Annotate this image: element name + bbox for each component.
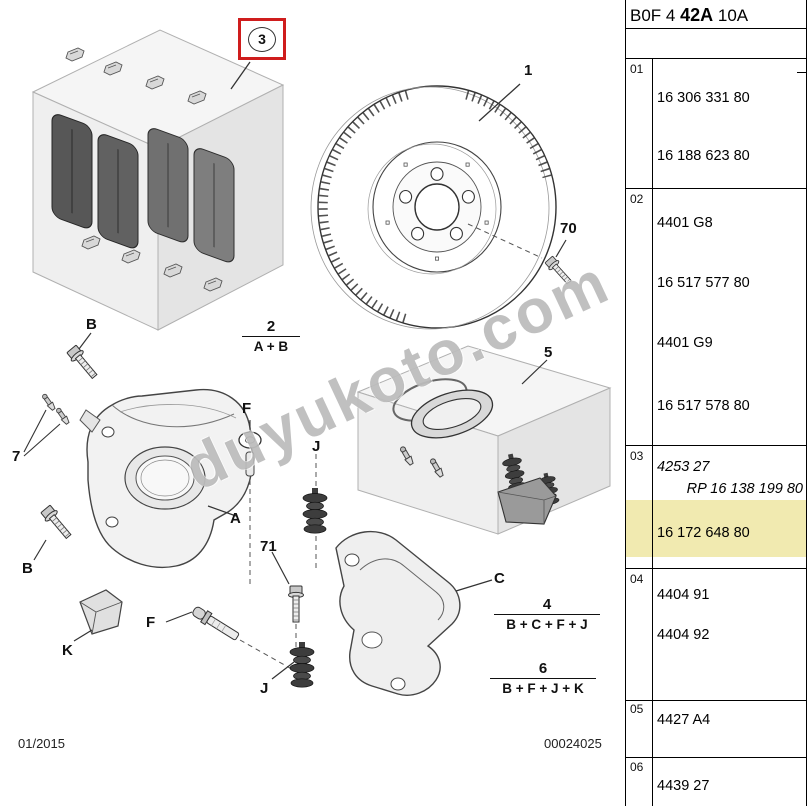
part-ref[interactable]: 4401 G8 bbox=[657, 215, 713, 231]
brake-caliper bbox=[40, 388, 253, 569]
page-code-variant: 10A bbox=[717, 6, 749, 25]
part-ref[interactable]: 4439 27 bbox=[657, 778, 710, 794]
callout-pin71-label: 71 bbox=[260, 538, 277, 555]
denominator: B + C + F + J bbox=[494, 614, 600, 633]
item-index: 01 bbox=[630, 62, 644, 76]
item-index: 05 bbox=[630, 702, 644, 716]
seal-kit-box bbox=[356, 345, 612, 535]
part-ref[interactable]: 16 517 577 80 bbox=[657, 275, 750, 291]
pin-71 bbox=[271, 551, 304, 650]
diagram-canvas bbox=[23, 29, 612, 696]
part-ref[interactable]: 4401 G9 bbox=[657, 335, 713, 351]
pads-kit-ratio: 2 A + B bbox=[242, 318, 300, 355]
part-ref[interactable]: 4427 A4 bbox=[657, 712, 711, 728]
callout-pads-label: 3 bbox=[248, 26, 276, 52]
parts-table: B0F 4 42A 10A 01 16 306 331 80 16 188 62… bbox=[625, 0, 807, 806]
divider bbox=[626, 700, 806, 701]
page-code-family: B0F 4 bbox=[630, 6, 676, 25]
selected-row-highlight bbox=[626, 500, 806, 557]
divider bbox=[626, 757, 806, 758]
item-index: 03 bbox=[630, 449, 644, 463]
callout-sealkit-label: 5 bbox=[544, 344, 553, 361]
callout-bracket-label: C bbox=[494, 570, 505, 587]
diagram-date: 01/2015 bbox=[18, 736, 65, 751]
callout-boot-lower-label: J bbox=[260, 680, 269, 697]
part-ref-selected[interactable]: 16 172 648 80 bbox=[657, 525, 750, 541]
pad-shim bbox=[73, 589, 123, 642]
item-index: 06 bbox=[630, 760, 644, 774]
guide-pin-lower bbox=[165, 603, 298, 673]
boot-lower bbox=[271, 641, 315, 688]
part-ref-superseded[interactable]: 4253 27 bbox=[657, 459, 710, 475]
divider bbox=[626, 188, 806, 189]
callout-bleed-label: 7 bbox=[12, 448, 21, 465]
guide-kit-ratio: 6 B + F + J + K bbox=[490, 660, 596, 697]
brake-disc bbox=[310, 85, 557, 330]
numerator: 4 bbox=[542, 596, 552, 613]
item-index: 04 bbox=[630, 572, 644, 586]
diagram-number: 00024025 bbox=[544, 736, 602, 751]
callout-guide-lower-label: F bbox=[146, 614, 156, 631]
caliper-bolt-lower bbox=[33, 503, 75, 561]
divider bbox=[626, 58, 806, 59]
denominator: A + B bbox=[242, 336, 300, 355]
row-tick bbox=[797, 72, 806, 73]
callout-bolt-upper-label: B bbox=[86, 316, 97, 333]
hub-bolt-70 bbox=[467, 223, 575, 287]
caliper-bracket bbox=[335, 530, 493, 696]
guide-pin-upper bbox=[238, 420, 262, 584]
callout-hub-bolt-label: 70 bbox=[560, 220, 577, 237]
exploded-diagram: 3 1 70 B 7 F J A B K F 71 J C 5 2 A + B … bbox=[12, 18, 620, 751]
denominator: B + F + J + K bbox=[490, 678, 596, 697]
numerator: 6 bbox=[538, 660, 548, 677]
carrier-kit-ratio: 4 B + C + F + J bbox=[494, 596, 600, 633]
numerator: 2 bbox=[266, 318, 276, 335]
boot-upper bbox=[302, 454, 328, 570]
selected-callout-box: 3 bbox=[238, 18, 286, 60]
bleed-screw-leaders bbox=[23, 409, 61, 457]
callout-boot-upper-label: J bbox=[312, 438, 321, 455]
divider bbox=[626, 445, 806, 446]
part-ref[interactable]: 4404 92 bbox=[657, 627, 710, 643]
part-ref[interactable]: 16 517 578 80 bbox=[657, 398, 750, 414]
callout-caliper-label: A bbox=[230, 510, 241, 527]
caliper-bolt-upper bbox=[65, 332, 101, 382]
callout-bolt-lower-label: B bbox=[22, 560, 33, 577]
callout-guide-upper-label: F bbox=[242, 400, 252, 417]
part-ref[interactable]: 16 306 331 80 bbox=[657, 90, 750, 106]
page-code: B0F 4 42A 10A bbox=[630, 5, 748, 26]
page-code-section: 42A bbox=[680, 5, 714, 25]
divider bbox=[626, 568, 806, 569]
part-ref[interactable]: 16 188 623 80 bbox=[657, 148, 750, 164]
item-index: 02 bbox=[630, 192, 644, 206]
divider bbox=[626, 28, 806, 29]
leader-disc bbox=[478, 83, 521, 122]
brake-pads-kit-box bbox=[31, 29, 285, 331]
callout-disc-label: 1 bbox=[524, 62, 533, 79]
part-ref[interactable]: 4404 91 bbox=[657, 587, 710, 603]
column-divider bbox=[652, 58, 653, 806]
callout-shim-label: K bbox=[62, 642, 73, 659]
part-ref-replacement[interactable]: RP 16 138 199 80 bbox=[686, 481, 803, 497]
